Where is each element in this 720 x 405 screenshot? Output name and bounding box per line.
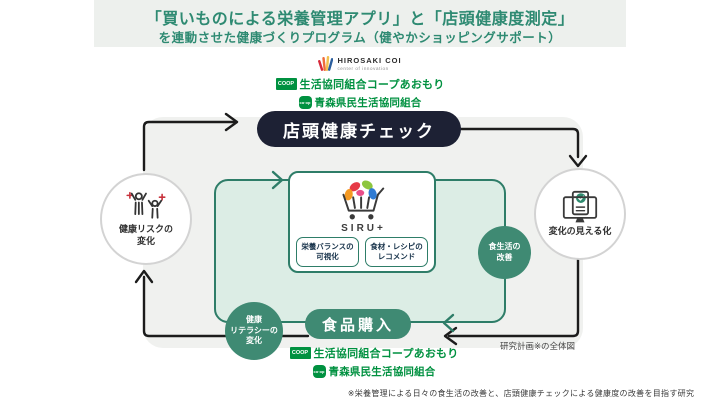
arrowhead-right-icon xyxy=(224,112,239,132)
coop-kenmin-logo: co·op 青森県民生活協同組合 xyxy=(298,95,422,110)
feature-recipe-line1: 食材・レシピの xyxy=(370,241,423,251)
feature-recipe-box: 食材・レシピの レコメンド xyxy=(365,237,428,267)
visualize-change-node: 変化の見える化 xyxy=(534,168,626,260)
feature-nutrition-box: 栄養バランスの 可視化 xyxy=(296,237,359,267)
diagram-caption: 研究計画※の全体図 xyxy=(499,341,576,351)
cheering-people-icon xyxy=(123,190,169,224)
coop-kenmin-logo-bottom: co·op 青森県民生活協同組合 xyxy=(312,364,436,379)
coop-kenmin-label: 青森県民生活協同組合 xyxy=(314,97,422,109)
siru-cart-icon xyxy=(332,177,392,223)
footnote-text: ※栄養管理による日々の食生活の改善と、店頭健康チェックによる健康度の改善を目指す… xyxy=(347,389,695,398)
diet-improvement-line1: 食生活の xyxy=(488,241,521,251)
teal-arrowhead-right-icon xyxy=(271,170,284,190)
coop-mark-icon: co·op xyxy=(298,96,312,109)
top-logo-stack: HIROSAKI COI center of innovation COOP 生… xyxy=(260,54,460,110)
health-literacy-line2: リテラシーの xyxy=(230,325,278,335)
coop-aomori-logo: COOP 生活協同組合コープあおもり xyxy=(275,76,445,92)
coop-badge-icon: COOP xyxy=(289,347,311,359)
arrowhead-up-icon xyxy=(134,269,154,284)
arrow-line-bottomright xyxy=(447,257,580,338)
store-health-check-pill: 店頭健康チェック xyxy=(257,111,461,147)
siru-brand-label: SIRU+ xyxy=(341,223,386,234)
coop-aomori-logo-bottom: COOP 生活協同組合コープあおもり xyxy=(289,345,459,361)
visualize-change-label: 変化の見える化 xyxy=(548,226,612,237)
coop-kenmin-label: 青森県民生活協同組合 xyxy=(328,366,436,378)
monitor-report-icon xyxy=(560,190,600,226)
health-risk-label-line1: 健康リスクの xyxy=(118,224,173,235)
health-risk-node: 健康リスクの 変化 xyxy=(100,173,192,265)
feature-nutrition-line2: 可視化 xyxy=(316,252,339,261)
health-literacy-line3: 変化 xyxy=(246,336,262,346)
arrow-line-topright xyxy=(459,127,580,159)
diet-improvement-circle: 食生活の 改善 xyxy=(478,226,531,279)
coop-aomori-label: 生活協同組合コープあおもり xyxy=(313,348,459,360)
bottom-logo-stack: COOP 生活協同組合コープあおもり co·op 青森県民生活協同組合 xyxy=(274,345,474,379)
hirosaki-coi-logo: HIROSAKI COI center of innovation xyxy=(318,54,401,73)
coop-mark-icon: co·op xyxy=(312,365,326,378)
health-literacy-line1: 健康 xyxy=(246,314,262,324)
arrowhead-down-icon xyxy=(568,154,588,168)
hirosaki-coi-subtitle: center of innovation xyxy=(337,66,389,71)
header-band xyxy=(94,0,626,47)
teal-arrowhead-left-icon xyxy=(442,313,455,333)
page-title-line1: 「買いものによる栄養管理アプリ」と「店頭健康度測定」 xyxy=(145,11,575,28)
health-literacy-circle: 健康 リテラシーの 変化 xyxy=(225,302,283,360)
arrow-line-topleft xyxy=(142,120,236,172)
page-title-line2: を連動させた健康づくりプログラム（健やかショッピングサポート） xyxy=(158,31,562,45)
feature-recipe-line2: レコメンド xyxy=(377,252,416,261)
diet-improvement-line2: 改善 xyxy=(496,252,513,262)
hirosaki-coi-name: HIROSAKI COI xyxy=(337,56,402,65)
arrow-line-bottomleft xyxy=(142,275,310,338)
food-purchase-pill: 食品購入 xyxy=(305,309,411,339)
hirosaki-coi-icon xyxy=(318,54,334,73)
feature-nutrition-line1: 栄養バランスの xyxy=(301,241,354,251)
siru-app-box: SIRU+ 栄養バランスの 可視化 食材・レシピの レコメンド xyxy=(288,171,436,273)
health-risk-label-line2: 変化 xyxy=(136,236,155,246)
coop-aomori-label: 生活協同組合コープあおもり xyxy=(299,79,445,91)
coop-badge-icon: COOP xyxy=(275,78,297,90)
